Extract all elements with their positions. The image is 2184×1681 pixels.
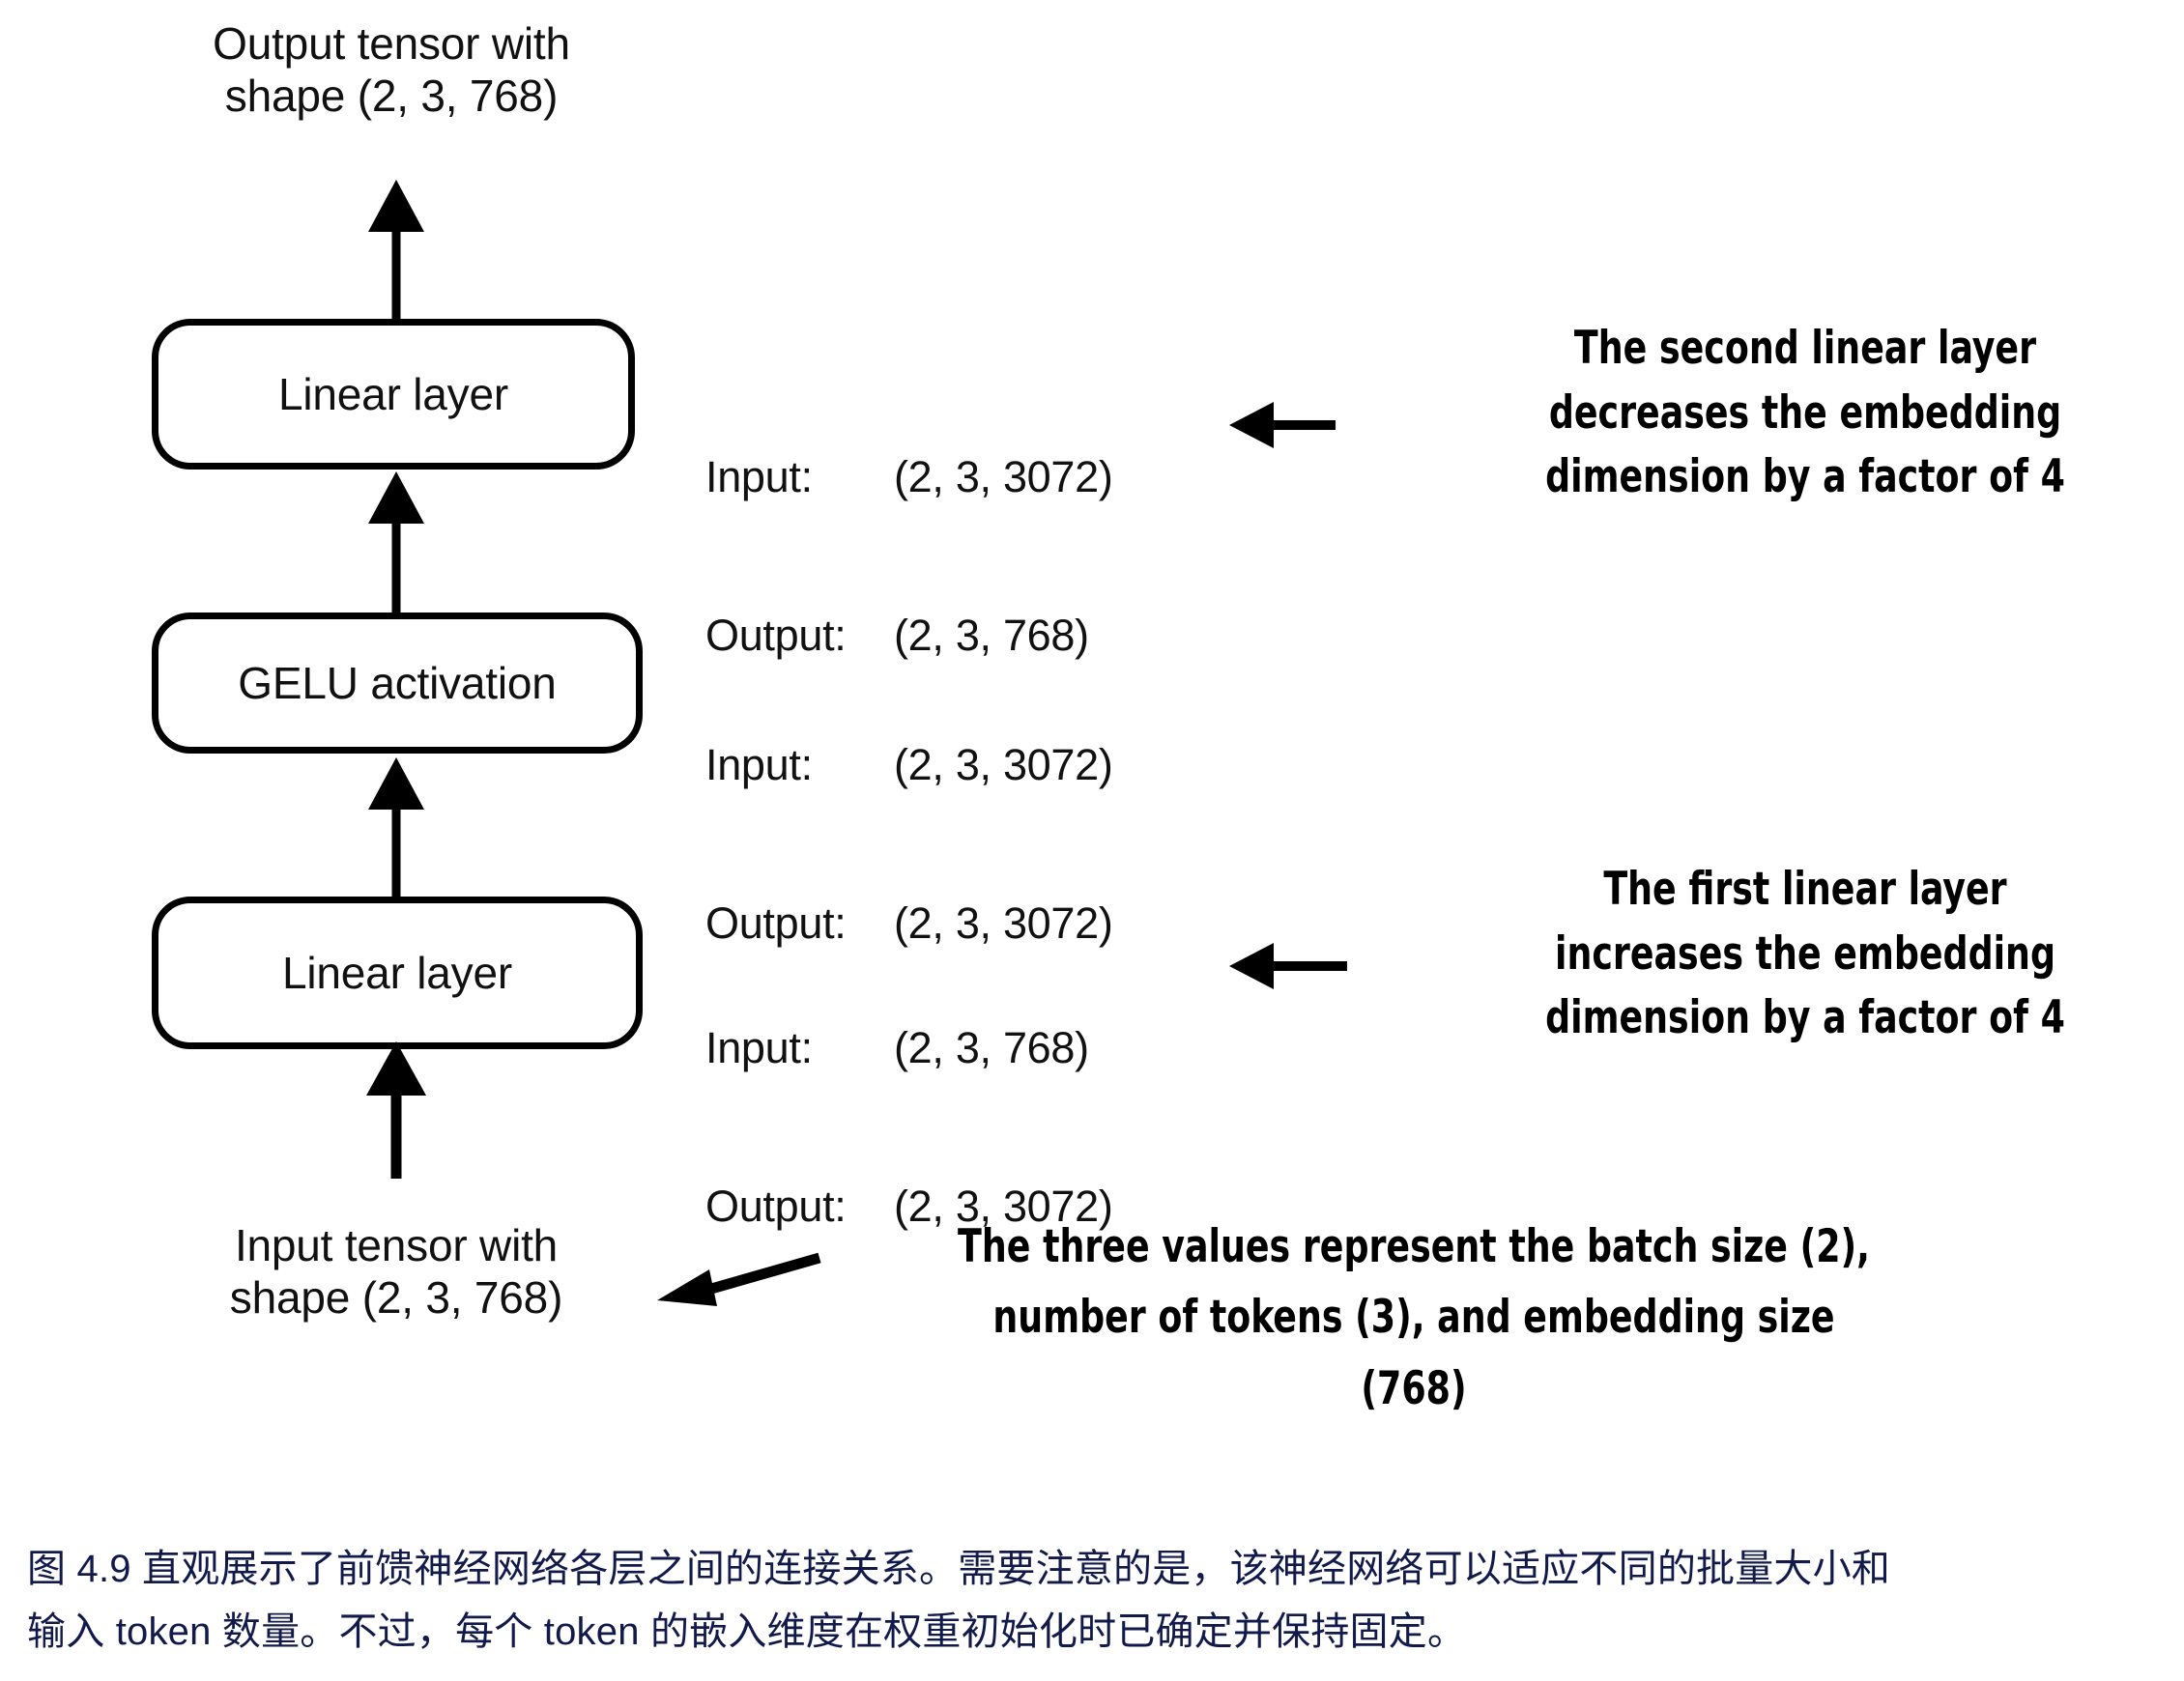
- io-spec-gelu-activation: Input: (2, 3, 3072) Output: (2, 3, 3072): [705, 633, 1113, 1057]
- feedforward-diagram: Output tensor with shape (2, 3, 768) Lin…: [150, 17, 2112, 1424]
- io-spec-second-linear-output: Output: (2, 3, 768): [705, 610, 1113, 663]
- arrow-up-input-to-first-linear: [366, 1041, 426, 1179]
- input-tensor-label-line2: shape (2, 3, 768): [229, 1272, 563, 1324]
- io-input-value: (2, 3, 768): [894, 1022, 1089, 1072]
- io-spec-first-linear-output: Output: (2, 3, 3072): [705, 1181, 1113, 1234]
- io-input-key: Input:: [705, 451, 813, 501]
- arrow-left-first-linear-note: [1229, 943, 1347, 989]
- io-spec-second-linear-input: Input: (2, 3, 3072): [705, 451, 1113, 504]
- annotation-shape-values-line3: (768): [1361, 1361, 1467, 1415]
- output-tensor-label: Output tensor with shape (2, 3, 768): [150, 17, 633, 123]
- arrow-left-second-linear-note: [1229, 402, 1336, 448]
- annotation-first-linear-line1: The first linear layer: [1603, 863, 2007, 916]
- annotation-shape-values: The three values represent the batch siz…: [895, 1211, 1934, 1424]
- annotation-shape-values-line1: The three values represent the batch siz…: [958, 1220, 1870, 1273]
- output-tensor-label-line2: shape (2, 3, 768): [224, 71, 559, 122]
- arrow-left-shape-values-note: [657, 1252, 821, 1306]
- layer-box-second-linear[interactable]: Linear layer: [152, 319, 635, 470]
- arrow-up-gelu-to-second-linear: [368, 471, 424, 614]
- io-output-value: (2, 3, 3072): [894, 1182, 1113, 1232]
- annotation-first-linear-line3: dimension by a factor of 4: [1545, 991, 2065, 1045]
- layer-box-first-linear[interactable]: Linear layer: [152, 897, 643, 1049]
- layer-box-gelu-activation-label: GELU activation: [238, 658, 557, 708]
- layer-box-second-linear-label: Linear layer: [278, 369, 508, 419]
- annotation-second-linear-line1: The second linear layer: [1573, 322, 2037, 375]
- io-spec-first-linear: Input: (2, 3, 768) Output: (2, 3, 3072): [705, 916, 1113, 1340]
- io-input-value: (2, 3, 3072): [894, 451, 1113, 501]
- annotation-second-linear-line2: decreases the embedding: [1548, 385, 2062, 440]
- figure-caption-line2: 输入 token 数量。不过，每个 token 的嵌入维度在权重初始化时已确定并…: [27, 1610, 1467, 1653]
- annotation-second-linear: The second linear layer decreases the em…: [1498, 317, 2112, 510]
- io-output-value: (2, 3, 768): [894, 611, 1089, 661]
- figure-caption-line1: 图 4.9 直观展示了前馈神经网络各层之间的连接关系。需要注意的是，该神经网络可…: [27, 1548, 1891, 1590]
- io-input-key: Input:: [705, 739, 813, 789]
- io-output-key: Output:: [705, 611, 847, 661]
- io-spec-gelu-output: Output: (2, 3, 3072): [705, 897, 1113, 951]
- io-output-value: (2, 3, 3072): [894, 898, 1113, 949]
- annotation-first-linear: The first linear layer increases the emb…: [1498, 858, 2112, 1051]
- input-tensor-label-line1: Input tensor with: [234, 1220, 559, 1270]
- arrow-up-to-output: [368, 180, 424, 328]
- io-spec-first-linear-input: Input: (2, 3, 768): [705, 1022, 1113, 1075]
- layer-box-gelu-activation[interactable]: GELU activation: [152, 613, 643, 754]
- io-output-key: Output:: [705, 898, 847, 949]
- output-tensor-label-line1: Output tensor with: [213, 18, 570, 69]
- annotation-shape-values-line2: number of tokens (3), and embedding size: [992, 1291, 1835, 1345]
- annotation-second-linear-line3: dimension by a factor of 4: [1545, 450, 2065, 504]
- input-tensor-label: Input tensor with shape (2, 3, 768): [169, 1219, 623, 1325]
- io-output-key: Output:: [705, 1182, 847, 1232]
- io-input-key: Input:: [705, 1022, 813, 1072]
- io-spec-second-linear: Input: (2, 3, 3072) Output: (2, 3, 768): [705, 345, 1113, 769]
- arrow-up-first-linear-to-gelu: [368, 757, 424, 898]
- io-input-value: (2, 3, 3072): [894, 739, 1113, 789]
- layer-box-first-linear-label: Linear layer: [282, 948, 512, 998]
- io-spec-gelu-input: Input: (2, 3, 3072): [705, 739, 1113, 792]
- annotation-first-linear-line2: increases the embedding: [1555, 926, 2055, 981]
- figure-caption: 图 4.9 直观展示了前馈神经网络各层之间的连接关系。需要注意的是，该神经网络可…: [27, 1538, 2153, 1664]
